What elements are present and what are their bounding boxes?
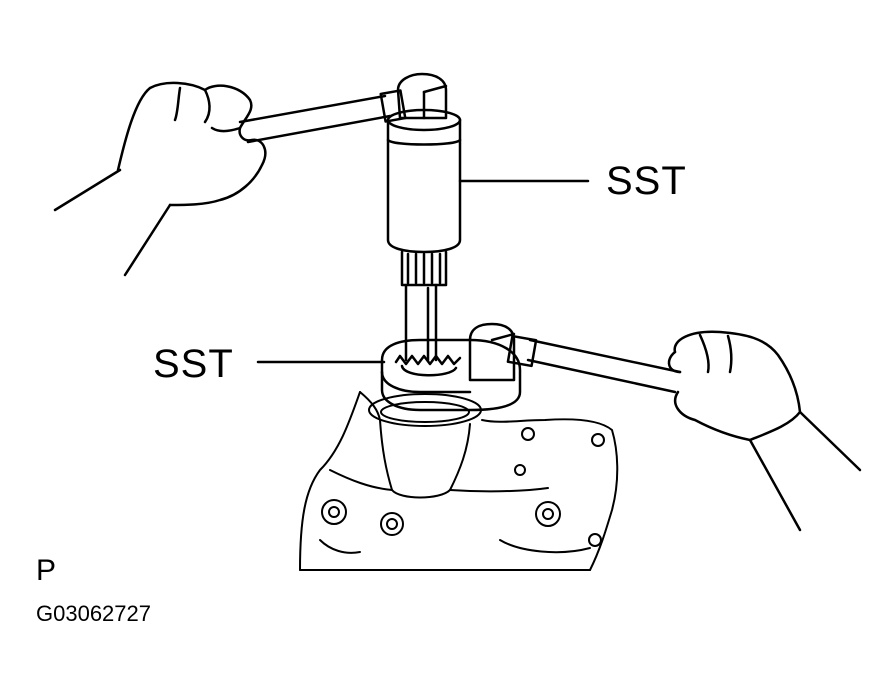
right-hand — [667, 330, 862, 532]
upper-wrench-handle — [238, 89, 407, 144]
upper-wrench-head — [396, 72, 448, 120]
lower-wrench-head — [468, 322, 538, 382]
lower-wrench-handle — [526, 338, 682, 394]
sst-label-lower: SST — [153, 342, 234, 386]
sst-label-upper: SST — [606, 159, 687, 203]
figure-id-label: G03062727 — [36, 601, 151, 626]
transmission-housing — [299, 391, 619, 571]
upper-sst-cylinder — [386, 108, 462, 362]
view-code-label: P — [36, 554, 57, 587]
lower-sst-ring — [380, 338, 522, 412]
upper-hand — [53, 81, 267, 277]
